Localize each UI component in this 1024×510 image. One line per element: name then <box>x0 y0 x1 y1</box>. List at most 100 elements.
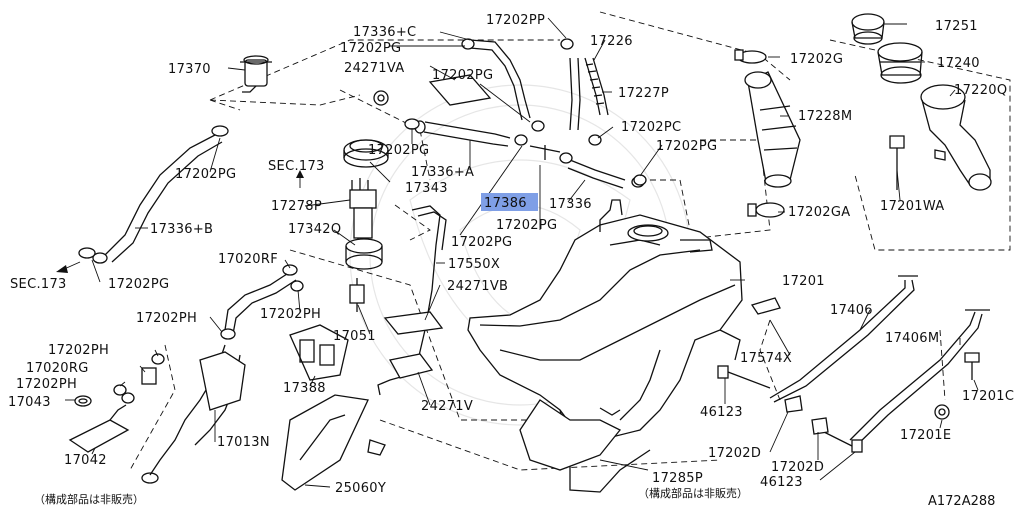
leader-lines <box>65 17 979 488</box>
arrow-sec173-upper <box>296 170 304 188</box>
label-17043: 17043 <box>8 395 51 410</box>
hose-17020rf <box>224 264 298 335</box>
label-17020rg: 17020RG <box>26 361 89 376</box>
clamp-17202ph-top <box>220 328 236 340</box>
clamp-17202pg-center <box>514 120 545 146</box>
label-17342q: 17342Q <box>288 222 341 237</box>
filter-17042 <box>68 404 130 453</box>
canister-17370 <box>240 55 272 93</box>
label-17370: 17370 <box>168 62 211 77</box>
cover-25060y <box>281 394 386 491</box>
label-17202ph-d: 17202PH <box>16 377 77 392</box>
label-17201: 17201 <box>782 274 825 289</box>
label-17574x: 17574X <box>740 351 792 366</box>
boot-17251 <box>851 13 885 45</box>
fuel-pump-17278p <box>349 178 377 244</box>
label-24271vb: 24271VB <box>447 279 508 294</box>
label-24271va: 24271VA <box>344 61 404 76</box>
shield-24271vb <box>383 311 444 335</box>
label-17251: 17251 <box>935 19 978 34</box>
hose-17336b <box>92 134 223 264</box>
label-46123-a: 46123 <box>700 405 743 420</box>
label-17202ph-c: 17202PH <box>48 343 109 358</box>
label-17240: 17240 <box>937 56 980 71</box>
label-17051: 17051 <box>333 329 376 344</box>
bracket-17202d-b <box>811 417 829 435</box>
label-17336a: 17336+A <box>411 165 474 180</box>
label-17013n: 17013N <box>217 435 270 450</box>
label-17406m: 17406M <box>885 331 939 346</box>
clamp-17202ph-small-a <box>151 353 165 365</box>
clamp-17202g <box>734 49 767 64</box>
label-17336b: 17336+B <box>150 222 213 237</box>
clamp-17202pg-left-upper <box>211 125 229 137</box>
label-17343: 17343 <box>405 181 448 196</box>
label-25060y: 25060Y <box>335 481 386 496</box>
label-17406: 17406 <box>830 303 873 318</box>
part-labels: 17336+C 17202PP 17226 17251 17202PG 2427… <box>8 13 1014 509</box>
bracket-17202d-a <box>784 395 803 413</box>
label-17202ga: 17202GA <box>788 205 850 220</box>
assembly-boundaries <box>129 11 1011 471</box>
bolt-17201wa <box>889 135 905 190</box>
label-17202pp: 17202PP <box>486 13 545 28</box>
grommet <box>373 90 389 106</box>
label-17202pg-right: 17202PG <box>656 139 717 154</box>
boot-17240 <box>877 42 923 84</box>
pipe-17013n <box>141 344 246 484</box>
oring-17043 <box>74 395 92 407</box>
label-17228m: 17228M <box>798 109 852 124</box>
label-17202pg-left: 17202PG <box>175 167 236 182</box>
label-17388: 17388 <box>283 381 326 396</box>
label-17202g: 17202G <box>790 52 843 67</box>
tee-connector <box>529 145 561 160</box>
label-17202pc: 17202PC <box>621 120 681 135</box>
label-sec173-lower: SEC.173 <box>10 277 67 292</box>
highlight-17386 <box>481 193 538 211</box>
clamp-17202pc <box>588 134 602 146</box>
label-17285p: 17285P <box>652 471 703 486</box>
nut-17201e <box>934 404 950 420</box>
label-17202d-a: 17202D <box>708 446 761 461</box>
clamp-17202ga <box>747 202 785 218</box>
tube-17226 <box>569 57 581 131</box>
lock-ring-17343 <box>343 139 389 168</box>
label-17386: 17386 <box>484 196 527 211</box>
label-17336c: 17336+C <box>353 25 416 40</box>
clamp-17202ph-right <box>290 280 304 292</box>
label-17201c: 17201C <box>962 389 1014 404</box>
strap-17406m <box>849 309 990 445</box>
clamp-17202pp <box>560 38 574 50</box>
label-46123-b: 46123 <box>760 475 803 490</box>
gasket-17342q <box>345 238 383 270</box>
clamp-17202pg-left-lower <box>78 247 96 259</box>
hose-17336c <box>461 38 531 121</box>
filler-hose-17228m <box>744 71 801 188</box>
label-17020rf: 17020RF <box>218 252 278 267</box>
heat-shield-24271va <box>428 74 492 106</box>
label-17227p: 17227P <box>618 86 669 101</box>
label-17278p: 17278P <box>271 199 322 214</box>
bolt-46123-b <box>819 429 863 453</box>
label-24271v: 24271V <box>421 399 473 414</box>
note-not-sold-left: （構成部品は非販売） <box>34 492 144 506</box>
label-17202pg-top: 17202PG <box>340 41 401 56</box>
label-17336: 17336 <box>549 197 592 212</box>
label-17202ph-b: 17202PH <box>260 307 321 322</box>
label-17202pg-left-mid: 17202PG <box>368 143 429 158</box>
bolt-17201c <box>964 352 980 380</box>
label-17201wa: 17201WA <box>880 199 945 214</box>
label-17550x: 17550X <box>448 257 500 272</box>
label-17202pg-bottom-left: 17202PG <box>108 277 169 292</box>
bolt-46123-a <box>717 365 771 389</box>
diagram-code: A172A288 <box>928 494 995 509</box>
label-17202pg-below-highlight: 17202PG <box>496 218 557 233</box>
note-not-sold-right: （構成部品は非販売） <box>638 486 748 500</box>
valve-17051 <box>349 278 365 312</box>
label-17042: 17042 <box>64 453 107 468</box>
label-17202d-b: 17202D <box>771 460 824 475</box>
label-sec173-upper: SEC.173 <box>268 159 325 174</box>
clamp-17202ph-small-b <box>113 384 135 404</box>
